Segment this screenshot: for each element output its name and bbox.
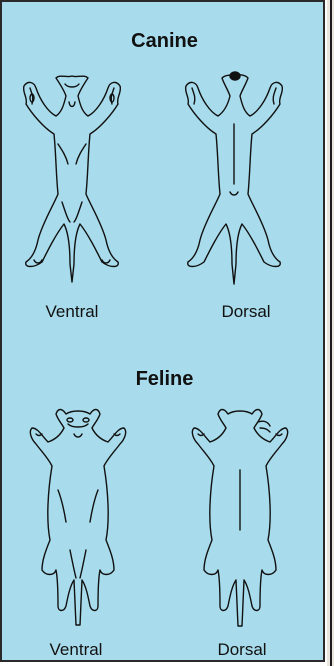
canine-dorsal-caption: Dorsal (186, 302, 306, 322)
figure-panel: Canine Ventral Dorsal Feline (0, 0, 325, 662)
feline-dorsal-caption: Dorsal (182, 640, 302, 660)
canine-dorsal-illustration (172, 64, 312, 289)
page-edge (327, 0, 334, 666)
feline-ventral-illustration (18, 400, 148, 635)
feline-ventral-caption: Ventral (16, 640, 136, 660)
feline-title: Feline (2, 368, 327, 391)
canine-ventral-caption: Ventral (12, 302, 132, 322)
feline-dorsal-illustration (178, 400, 308, 635)
canine-title: Canine (2, 30, 327, 53)
canine-ventral-illustration (12, 64, 152, 289)
